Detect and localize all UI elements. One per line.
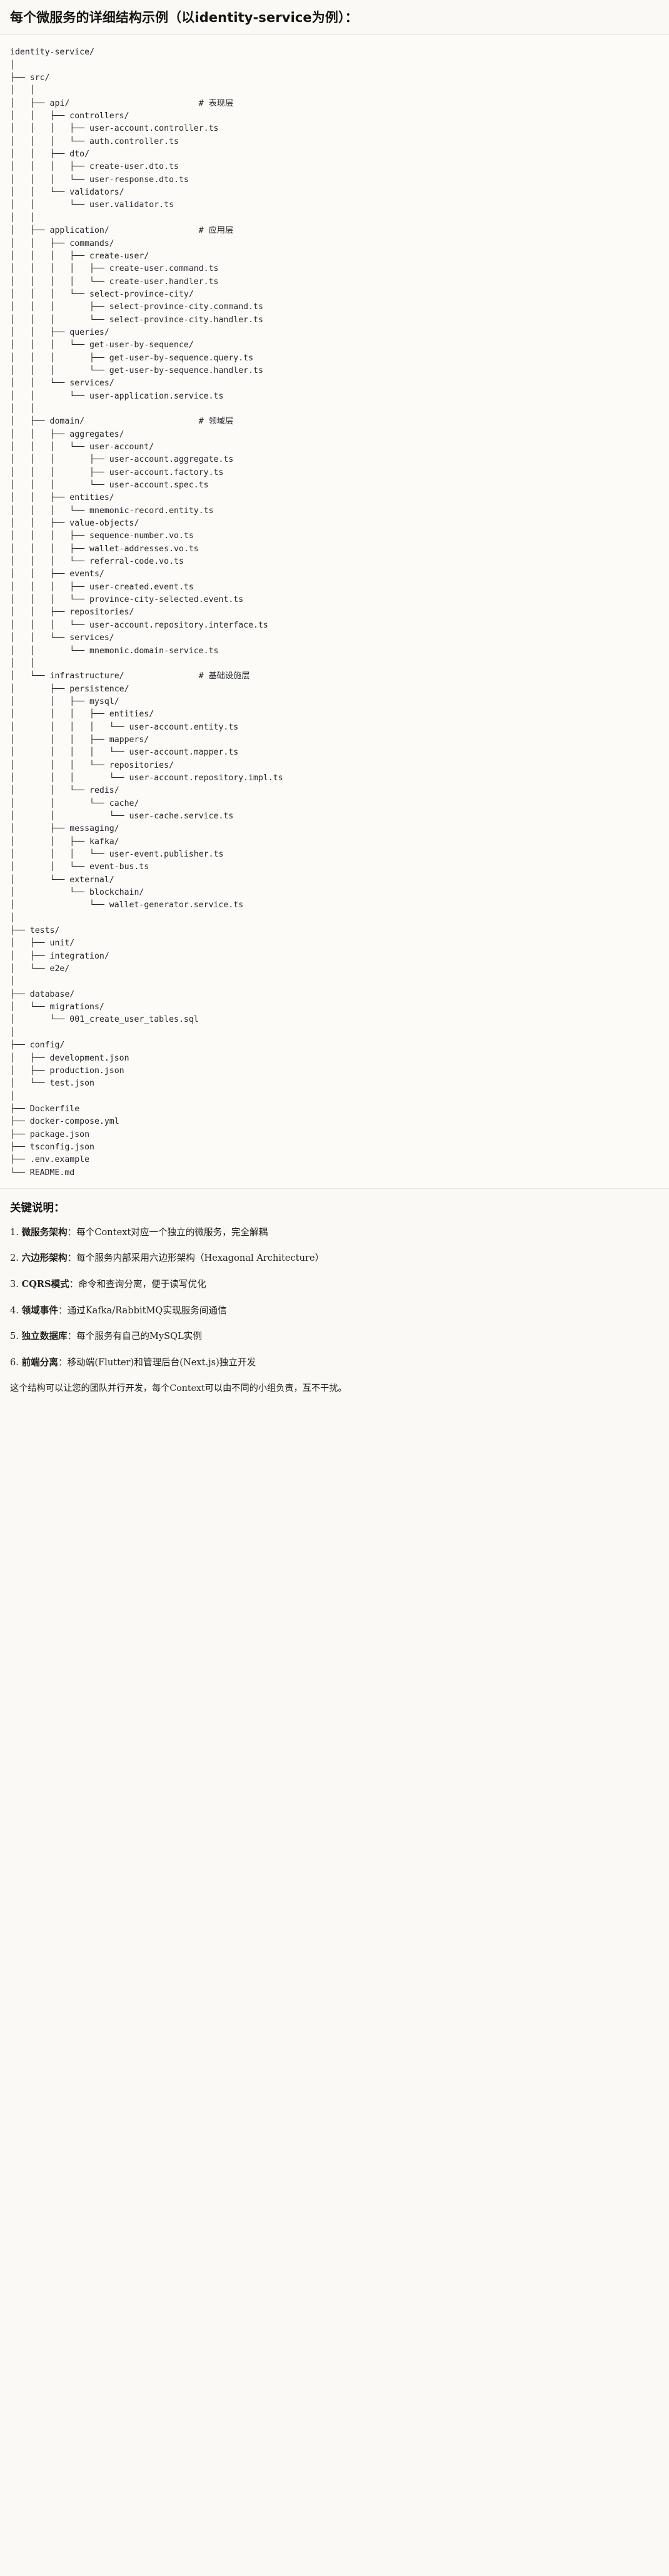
key-point-separator: ：: [58, 1305, 68, 1316]
page-title: 每个微服务的详细结构示例（以identity-service为例）：: [10, 10, 358, 25]
key-point-number: 4.: [10, 1305, 19, 1316]
directory-tree: identity-service/ │ ├── src/ │ │ │ ├── a…: [10, 48, 283, 1178]
key-point-description: 每个服务内部采用六边形架构（Hexagonal Architecture）: [76, 1253, 324, 1264]
key-point-separator: ：: [67, 1253, 77, 1264]
key-point-number: 5.: [10, 1331, 19, 1342]
key-points-footer: 这个结构可以让您的团队并行开发，每个Context可以由不同的小组负责，互不干扰…: [10, 1383, 347, 1394]
key-point-term: 微服务架构: [21, 1226, 68, 1238]
key-point-number: 3.: [10, 1278, 19, 1290]
key-point-item: 3. CQRS模式：命令和查询分离，便于读写优化: [10, 1278, 659, 1292]
key-point-separator: ：: [67, 1331, 77, 1342]
document-header: 每个微服务的详细结构示例（以identity-service为例）：: [0, 0, 669, 36]
key-point-separator: ：: [67, 1226, 77, 1238]
key-point-description: 每个服务有自己的MySQL实例: [76, 1331, 202, 1342]
key-point-term: 独立数据库: [21, 1331, 68, 1342]
key-points-heading: 关键说明：: [10, 1201, 65, 1214]
key-point-item: 6. 前端分离：移动端(Flutter)和管理后台(Next.js)独立开发: [10, 1356, 659, 1370]
document-page: 每个微服务的详细结构示例（以identity-service为例）： ident…: [0, 0, 669, 1417]
key-point-term: 六边形架构: [21, 1253, 68, 1264]
key-point-term: CQRS模式: [21, 1278, 69, 1290]
key-point-item: 2. 六边形架构：每个服务内部采用六边形架构（Hexagonal Archite…: [10, 1251, 659, 1266]
key-point-number: 6.: [10, 1357, 19, 1368]
key-point-description: 每个Context对应一个独立的微服务，完全解耦: [76, 1226, 268, 1238]
key-point-number: 1.: [10, 1226, 19, 1238]
key-point-item: 1. 微服务架构：每个Context对应一个独立的微服务，完全解耦: [10, 1226, 659, 1240]
key-point-description: 命令和查询分离，便于读写优化: [78, 1278, 206, 1290]
directory-tree-block: identity-service/ │ ├── src/ │ │ │ ├── a…: [0, 35, 669, 1189]
key-point-item: 5. 独立数据库：每个服务有自己的MySQL实例: [10, 1330, 659, 1344]
key-point-separator: ：: [58, 1357, 68, 1368]
key-point-separator: ：: [69, 1278, 79, 1290]
key-point-number: 2.: [10, 1253, 19, 1264]
key-point-item: 4. 领域事件：通过Kafka/RabbitMQ实现服务间通信: [10, 1304, 659, 1318]
key-point-description: 通过Kafka/RabbitMQ实现服务间通信: [67, 1305, 227, 1316]
key-point-description: 移动端(Flutter)和管理后台(Next.js)独立开发: [67, 1357, 256, 1368]
key-point-term: 领域事件: [21, 1305, 58, 1316]
key-point-term: 前端分离: [21, 1357, 58, 1368]
